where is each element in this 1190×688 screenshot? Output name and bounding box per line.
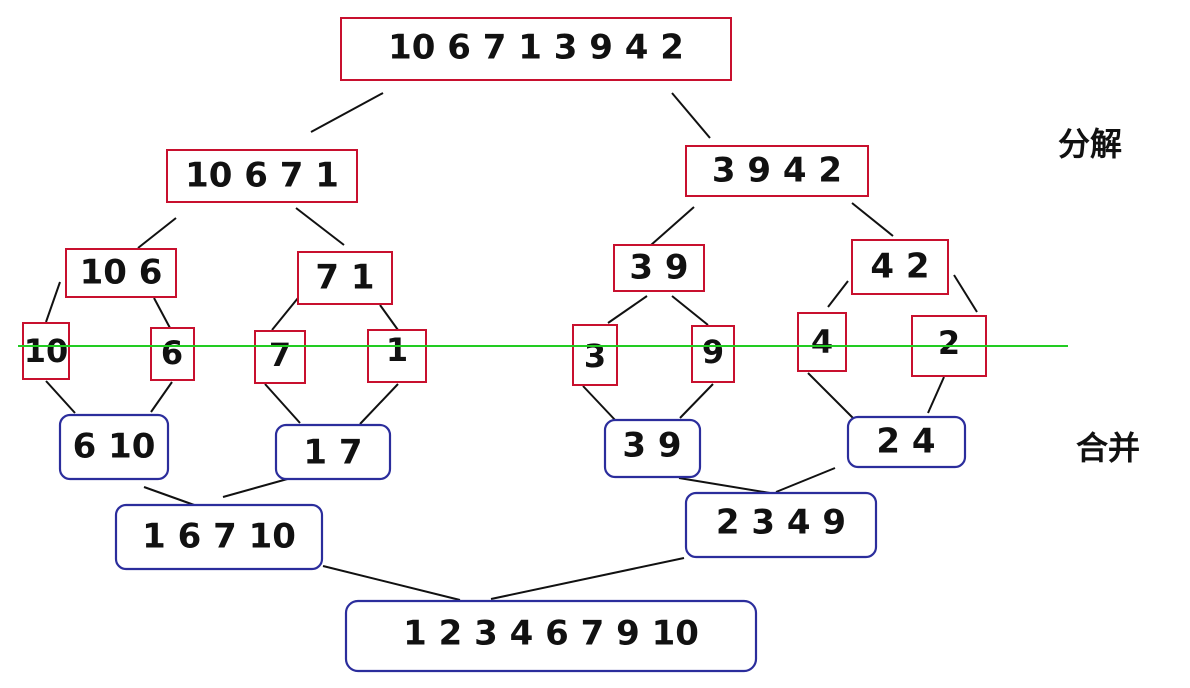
edge	[775, 467, 836, 493]
edge	[607, 295, 648, 324]
edge	[310, 92, 384, 133]
edge	[271, 297, 299, 331]
split-node-quarter-4: 4 2	[851, 239, 949, 295]
edge	[927, 376, 945, 414]
node-text: 10 6 7 1	[185, 156, 339, 196]
split-node-quarter-2: 7 1	[297, 251, 393, 305]
node-text: 2	[938, 324, 960, 362]
split-leaf: 7	[254, 330, 306, 384]
merge-node: 2 4	[846, 415, 967, 469]
split-node-quarter-1: 10 6	[65, 248, 177, 298]
node-text: 7 1	[315, 258, 374, 298]
node-text: 6	[161, 334, 183, 372]
edge	[851, 202, 894, 237]
merge-nodes: 6 10 1 7 3 9 2 4 1 6 7 10 2 3 4 9	[58, 413, 967, 673]
edge	[45, 380, 76, 414]
edge	[807, 372, 854, 419]
node-text: 6 10	[73, 427, 156, 467]
split-leaf: 10	[22, 322, 70, 380]
edge	[295, 207, 345, 246]
node-text: 4	[811, 323, 833, 361]
edge	[143, 486, 198, 507]
edge	[678, 477, 771, 494]
node-text: 2 3 4 9	[716, 503, 846, 543]
edge	[490, 557, 685, 600]
node-text: 1 7	[303, 433, 362, 473]
edge	[45, 281, 61, 323]
edge	[137, 217, 177, 249]
merge-node: 3 9	[603, 418, 702, 479]
node-text: 3 9	[622, 426, 681, 466]
edge	[359, 383, 399, 425]
split-node-quarter-3: 3 9	[613, 244, 705, 292]
node-text: 10 6	[80, 253, 163, 293]
split-leaf: 9	[691, 325, 735, 383]
merge-label: 合并	[1076, 429, 1140, 467]
edge	[953, 274, 978, 313]
edge	[264, 383, 301, 424]
edge	[582, 385, 617, 422]
split-leaf: 6	[150, 327, 195, 381]
node-text: 1 2 3 4 6 7 9 10	[403, 614, 699, 654]
node-text: 7	[269, 336, 291, 374]
edges	[45, 92, 978, 601]
split-node-left-half: 10 6 7 1	[166, 149, 358, 203]
merge-node: 1 7	[274, 423, 392, 481]
split-label: 分解	[1058, 125, 1122, 163]
edge	[222, 477, 292, 498]
split-leaf: 1	[367, 329, 427, 383]
edge	[150, 381, 173, 413]
node-text: 2 4	[876, 422, 935, 462]
edge	[650, 206, 695, 246]
edge	[153, 297, 171, 329]
node-text: 3 9 4 2	[712, 151, 842, 191]
node-text: 9	[702, 333, 724, 371]
node-text: 3	[584, 337, 606, 375]
node-text: 3 9	[629, 248, 688, 288]
split-leaf: 4	[797, 312, 847, 372]
split-nodes: 10 6 7 1 3 9 4 2 10 6 7 1 3 9 4 2 10 6 7…	[22, 17, 987, 386]
edge	[671, 92, 711, 139]
node-text: 4 2	[870, 247, 929, 287]
split-leaf: 3	[572, 324, 618, 386]
edge	[322, 565, 461, 601]
split-node-right-half: 3 9 4 2	[685, 145, 869, 197]
node-text: 1 6 7 10	[142, 517, 296, 557]
merge-node: 6 10	[58, 413, 170, 481]
merge-node-final: 1 2 3 4 6 7 9 10	[344, 599, 758, 673]
node-text: 1	[386, 331, 408, 369]
edge	[671, 295, 709, 326]
edge	[679, 383, 714, 419]
edge	[827, 280, 849, 308]
split-node-root: 10 6 7 1 3 9 4 2	[340, 17, 732, 81]
merge-node: 2 3 4 9	[684, 491, 878, 559]
edge	[379, 304, 399, 331]
node-text: 10 6 7 1 3 9 4 2	[388, 28, 684, 68]
merge-node: 1 6 7 10	[114, 503, 324, 571]
node-text: 10	[24, 332, 69, 370]
